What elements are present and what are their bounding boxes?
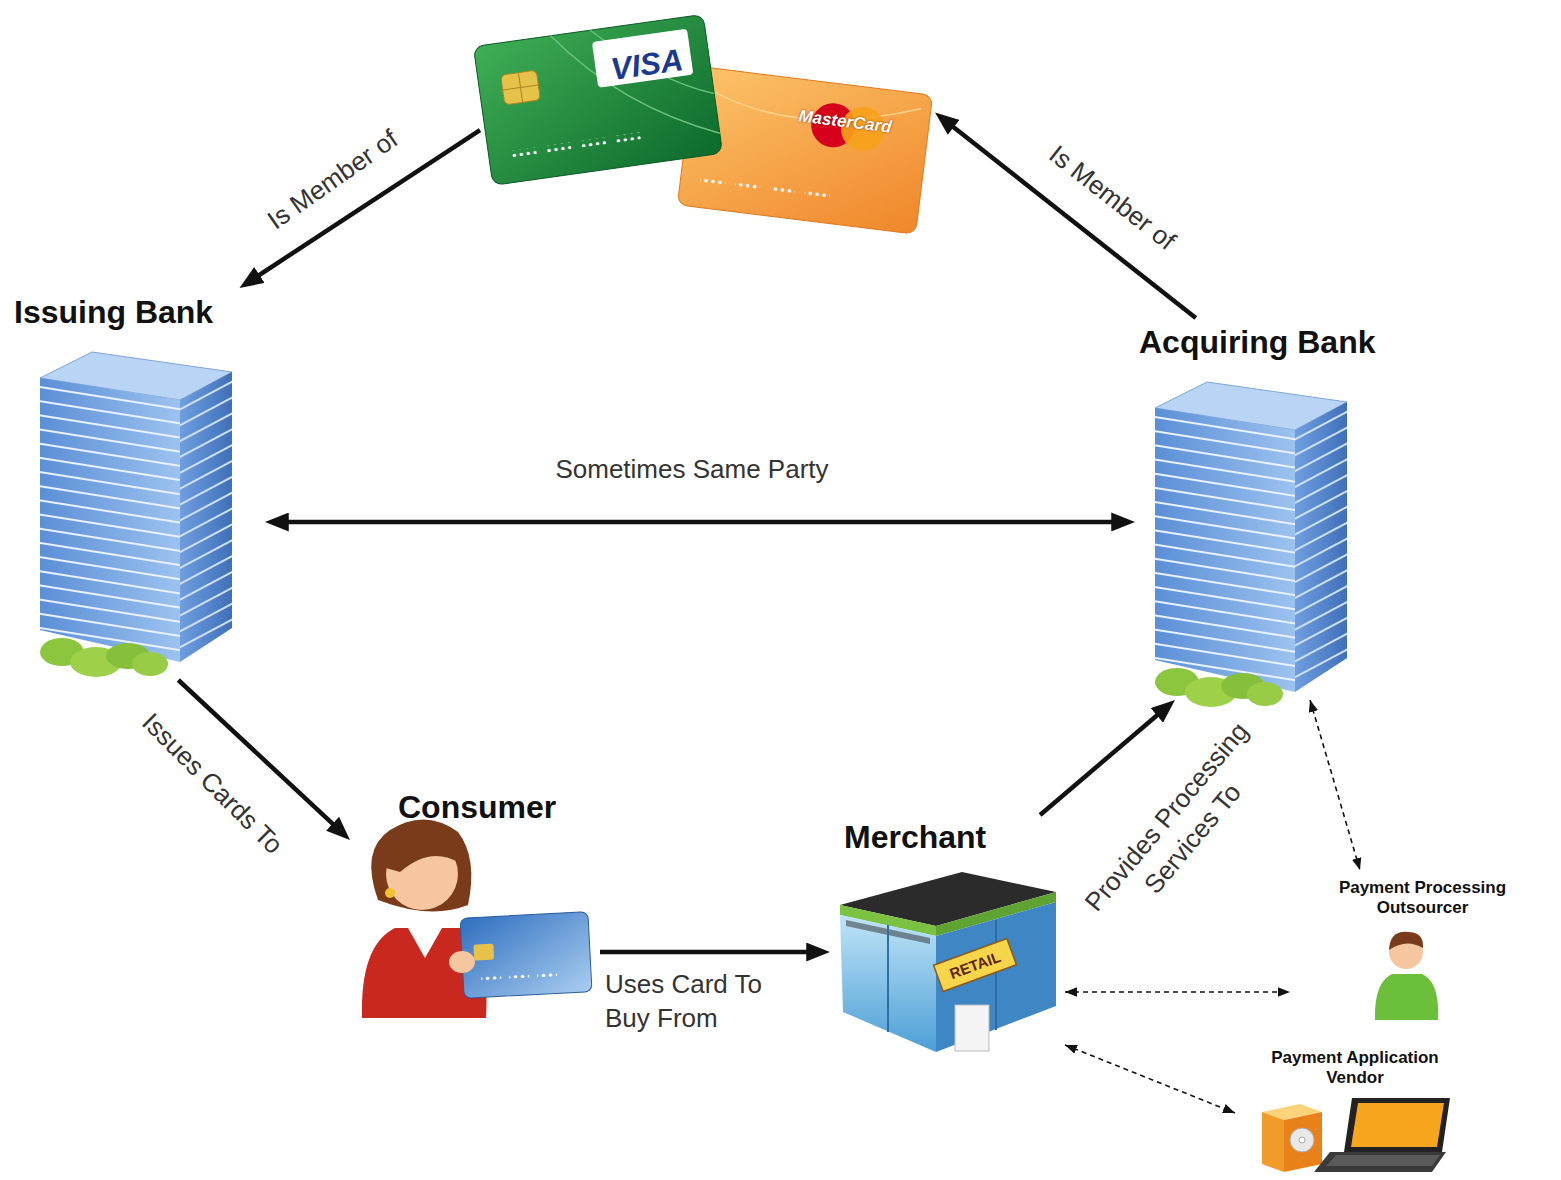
merchant-building-part xyxy=(995,920,997,1030)
dashed-connector xyxy=(1065,991,1290,993)
consumer-figure-part-part xyxy=(537,970,557,977)
merchant-building-part xyxy=(934,939,1017,992)
edge-label: Provides Processing Services To xyxy=(1071,707,1290,950)
visa-card-part xyxy=(511,147,537,157)
node-label: MasterCard xyxy=(797,106,892,137)
mastercard-card-part xyxy=(700,178,726,188)
visa-card-part xyxy=(581,137,607,147)
consumer-figure-part-part xyxy=(509,972,529,979)
sign-label: RETAIL xyxy=(947,948,1003,982)
edge-label: Is Member of xyxy=(261,123,405,238)
mastercard-card-part xyxy=(735,182,761,192)
visa-card-part xyxy=(546,142,572,152)
visa-card: VISA xyxy=(480,18,720,183)
arrow-connector xyxy=(1040,706,1167,815)
visa-card-part xyxy=(473,14,722,185)
consumer: Consumer xyxy=(350,785,600,1025)
visa-card xyxy=(473,14,722,185)
consumer-figure-part-part xyxy=(473,944,494,961)
merchant-building-part xyxy=(887,925,889,1032)
consumer-figure-part xyxy=(386,832,458,872)
node-label: Payment Processing Outsourcer xyxy=(1320,878,1525,919)
consumer-figure-part xyxy=(371,819,471,911)
vendor-figure-part xyxy=(1284,1112,1322,1172)
acquiring-bank: Acquiring Bank xyxy=(1135,318,1455,700)
visa-card-part xyxy=(590,14,714,109)
consumer-figure-part xyxy=(460,912,592,999)
edge-label: Is Member of xyxy=(1042,138,1182,258)
mastercard-card-part xyxy=(769,186,795,196)
vendor-figure-part xyxy=(1262,1112,1284,1172)
acquiring-server xyxy=(1155,382,1347,707)
arrow-connector xyxy=(275,520,1125,525)
outsourcer-figure xyxy=(1375,932,1438,1020)
arrow-connector xyxy=(943,119,1196,318)
dashed-connector xyxy=(1065,1045,1235,1113)
issuing-server xyxy=(40,352,232,677)
app-vendor: Payment Application Vendor xyxy=(1235,1045,1475,1175)
node-label: Acquiring Bank xyxy=(1139,324,1451,361)
vendor-figure-part xyxy=(1290,1128,1314,1152)
edge-label: Issues Cards To xyxy=(134,706,289,861)
consumer-figure-part xyxy=(449,951,475,973)
consumer-figure-part xyxy=(408,928,442,958)
visa-card-part xyxy=(518,73,522,103)
vendor-figure-part xyxy=(1344,1098,1450,1152)
mastercard-card-part xyxy=(804,190,830,200)
merchant-building-part xyxy=(955,1005,989,1051)
vendor-figure xyxy=(1262,1098,1450,1172)
merchant-building xyxy=(840,872,1056,1052)
visa-card-part xyxy=(592,29,693,88)
consumer-figure-part-part xyxy=(460,912,592,999)
node-label: Payment Application Vendor xyxy=(1260,1048,1450,1089)
outsourcer: Payment Processing Outsourcer xyxy=(1290,870,1555,1022)
vendor-figure-part xyxy=(1326,1155,1440,1166)
vendor-figure-part xyxy=(1299,1137,1305,1143)
consumer-figure-part xyxy=(385,888,395,898)
issuing-bank: Issuing Bank xyxy=(10,288,265,680)
edge-label: Uses Card To Buy From xyxy=(605,968,795,1036)
consumer-figure xyxy=(362,819,592,1018)
dashed-connector xyxy=(1310,700,1360,870)
consumer-figure-part-part xyxy=(481,973,501,980)
vendor-figure-part xyxy=(1351,1103,1444,1147)
merchant: MerchantRETAIL xyxy=(830,815,1065,1055)
visa-card-part xyxy=(615,132,641,142)
visa-card-part xyxy=(551,14,720,154)
edge-label: Sometimes Same Party xyxy=(555,453,828,487)
node-label: Issuing Bank xyxy=(14,294,261,331)
vendor-figure-part xyxy=(1314,1152,1446,1172)
node-label: Merchant xyxy=(844,819,1061,856)
outsourcer-figure-part xyxy=(1389,932,1423,950)
arrow-connector xyxy=(600,950,820,955)
merchant-building-part xyxy=(840,915,936,1052)
merchant-building-part xyxy=(936,902,1056,1052)
node-label: Consumer xyxy=(398,789,596,826)
visa-card-part xyxy=(501,70,541,105)
node-label: VISA xyxy=(609,42,686,88)
mastercard-card: MasterCard xyxy=(675,65,935,235)
outsourcer-figure-part xyxy=(1375,974,1438,1020)
